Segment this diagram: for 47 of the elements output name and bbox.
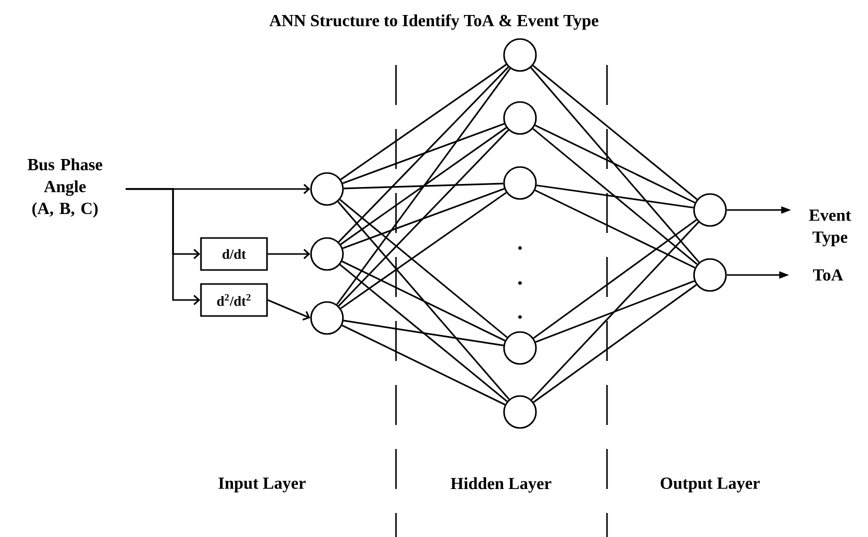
connector — [343, 320, 504, 346]
connector — [340, 64, 507, 180]
neuron-circle — [310, 172, 344, 206]
connector — [268, 248, 310, 260]
connector — [126, 188, 200, 306]
connector — [339, 199, 508, 338]
neuron-circle — [503, 395, 537, 429]
neuron-circle — [693, 258, 727, 292]
text-label: Bus Phase Angle (A, B, C) — [28, 158, 102, 218]
neuron-circle — [503, 101, 537, 135]
connector — [342, 123, 505, 184]
connector — [342, 188, 505, 249]
connector — [530, 67, 700, 263]
text-label: Event Type — [809, 210, 852, 246]
connector — [342, 324, 506, 406]
connector — [344, 182, 504, 190]
layer-label: Hidden Layer — [450, 477, 552, 493]
neuron-circle — [693, 193, 727, 227]
connector — [338, 66, 509, 242]
connector — [534, 190, 696, 268]
connector — [533, 284, 697, 403]
neuron-circle — [503, 331, 537, 365]
connector — [337, 201, 510, 400]
text-label: ToA — [813, 269, 844, 281]
connector — [340, 264, 508, 402]
operator-box: d/dt — [200, 237, 268, 271]
title: ANN Structure to Identify ToA & Event Type — [269, 14, 598, 30]
connector — [268, 299, 310, 320]
layer-label: Input Layer — [218, 478, 306, 492]
connector — [535, 280, 695, 343]
layer-label: Output Layer — [660, 478, 760, 492]
connector — [532, 65, 698, 200]
connector — [340, 192, 507, 310]
neuron-circle — [310, 237, 344, 271]
operator-box: d$^{2}$/dt$^{2}$ — [200, 283, 268, 317]
connector — [534, 124, 696, 204]
neuron-circle — [503, 166, 537, 200]
neuron-circle — [503, 38, 537, 72]
neuron-circle — [310, 301, 344, 335]
connector — [530, 222, 700, 400]
connector — [342, 260, 506, 342]
connector — [533, 219, 697, 339]
connector — [532, 128, 698, 265]
connector — [336, 68, 511, 305]
connector — [536, 184, 694, 208]
connector — [338, 130, 509, 306]
connector — [340, 127, 507, 245]
